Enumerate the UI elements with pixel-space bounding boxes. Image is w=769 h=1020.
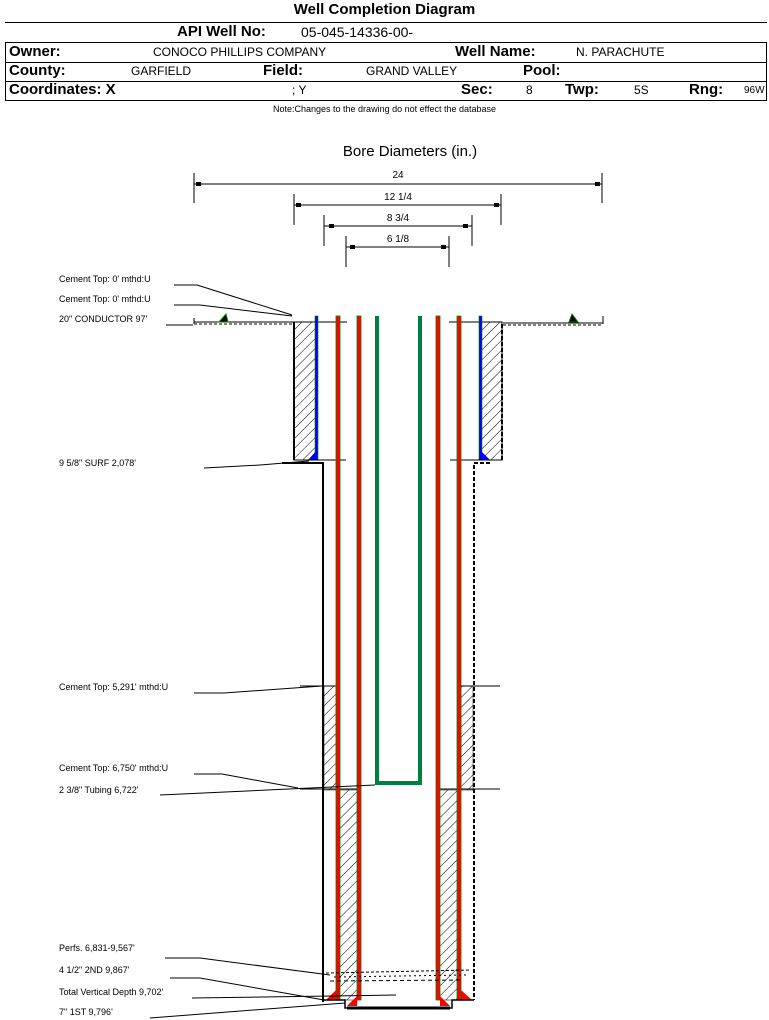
- annotation-cement-top-2: Cement Top: 0' mthd:U: [59, 294, 151, 304]
- casing-7in-left: [335, 315, 341, 1001]
- annotation-total-depth: Total Vertical Depth 9,702': [59, 987, 164, 997]
- annotation-tubing: 2 3/8" Tubing 6,722': [59, 785, 139, 795]
- field-label: Field:: [263, 62, 303, 79]
- well-name-label: Well Name:: [455, 43, 536, 60]
- bore-label-12-1-4: 12 1/4: [384, 192, 412, 203]
- casing-4-5in-left: [356, 315, 362, 1001]
- annotation-7-1st: 7" 1ST 9,796': [59, 1007, 113, 1017]
- field-value: GRAND VALLEY: [366, 64, 458, 78]
- wellhead-marker-left: [217, 312, 229, 323]
- owner-label: Owner:: [9, 43, 61, 60]
- surface-casing-left: [314, 315, 319, 461]
- database-note: Note:Changes to the drawing do not effec…: [273, 104, 496, 114]
- rng-label: Rng:: [689, 81, 724, 98]
- county-value: GARFIELD: [131, 64, 192, 78]
- cement-6750-left: [337, 789, 359, 1001]
- prod-shoe-left: [347, 996, 357, 1006]
- perforations: [325, 969, 471, 982]
- well-header-table: API Well No: 05-045-14336-00- Owner: CON…: [5, 22, 767, 101]
- surface-casing-right: [478, 315, 483, 461]
- bore-dimension-24: 24: [193, 170, 603, 203]
- header-row-county: County: GARFIELD Field: GRAND VALLEY Poo…: [5, 62, 767, 82]
- owner-value: CONOCO PHILLIPS COMPANY: [153, 45, 327, 59]
- annotation-perfs: Perfs. 6,831-9,567': [59, 943, 135, 953]
- annotation-cement-top-6750: Cement Top: 6,750' mthd:U: [59, 763, 168, 773]
- casing-4-5in-right: [435, 315, 441, 1001]
- annotation-cement-top-1: Cement Top: 0' mthd:U: [59, 274, 151, 284]
- cement-5291-right: [460, 685, 474, 791]
- annotation-cement-top-5291: Cement Top: 5,291' mthd:U: [59, 682, 168, 692]
- sec-value: 8: [526, 83, 533, 97]
- annotation-surface-casing: 9 5/8" SURF 2,078': [59, 458, 136, 468]
- well-name-value: N. PARACHUTE: [576, 45, 665, 59]
- bore-label-6-1-8: 6 1/8: [387, 234, 410, 245]
- sec-label: Sec:: [461, 81, 493, 98]
- annotation-conductor: 20" CONDUCTOR 97': [59, 314, 148, 324]
- pool-label: Pool:: [523, 62, 561, 79]
- bore-dimension-8-3-4: 8 3/4: [323, 213, 473, 246]
- header-row-coordinates: Coordinates: X ; Y Sec: 8 Twp: 5S Rng: 9…: [5, 81, 767, 101]
- page-title: Well Completion Diagram: [293, 1, 476, 18]
- rng-value: 96W: [744, 85, 765, 96]
- casing-7in-right: [456, 315, 462, 1001]
- annotations: Cement Top: 0' mthd:U Cement Top: 0' mth…: [59, 274, 397, 1019]
- surface-shoe-left: [308, 450, 317, 460]
- casing-shoe-left: [326, 990, 336, 1000]
- prod-shoe-right: [440, 996, 450, 1006]
- bore-label-8-3-4: 8 3/4: [387, 213, 410, 224]
- bore-label-24: 24: [392, 170, 404, 181]
- bore-diameters-title: Bore Diameters (in.): [343, 143, 477, 160]
- api-label: API Well No:: [177, 23, 266, 40]
- api-value: 05-045-14336-00-: [301, 24, 414, 40]
- wellhead-marker-right: [568, 312, 579, 323]
- ground-surface: [193, 312, 604, 326]
- bore-dimension-12-1-4: 12 1/4: [293, 192, 502, 225]
- coordinates-label: Coordinates: X: [9, 81, 116, 98]
- tubing-2-3-8: [375, 316, 422, 785]
- casing-shoe-right: [461, 990, 472, 1000]
- header-row-owner: Owner: CONOCO PHILLIPS COMPANY Well Name…: [5, 42, 767, 63]
- twp-label: Twp:: [565, 81, 599, 98]
- conductor-cement-left: [293, 321, 317, 461]
- conductor-cement-right: [479, 321, 503, 461]
- county-label: County:: [9, 62, 66, 79]
- coordinates-y: ; Y: [292, 83, 307, 97]
- cement-5291-left: [323, 685, 337, 791]
- cement-6750-right: [438, 789, 460, 1001]
- bore-dimension-6-1-8: 6 1/8: [345, 234, 450, 267]
- annotation-4-5-2nd: 4 1/2" 2ND 9,867': [59, 965, 130, 975]
- surface-shoe-right: [480, 450, 490, 460]
- twp-value: 5S: [634, 83, 649, 97]
